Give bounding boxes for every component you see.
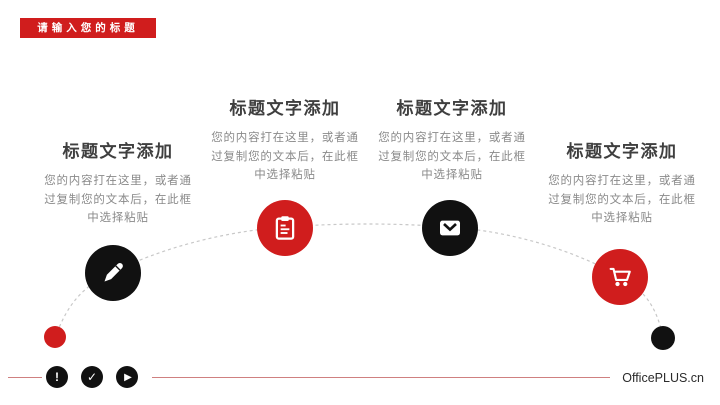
check-icon: ✓: [81, 366, 103, 388]
footer-divider-line: [152, 377, 610, 378]
envelope-icon: [440, 220, 460, 236]
step-column-2: 标题文字添加 您的内容打在这里，或者通过复制您的文本后，在此框中选择粘贴: [203, 94, 367, 185]
timeline-start-dot: [44, 326, 66, 348]
step-title: 标题文字添加: [229, 99, 341, 118]
envelope-step-circle: [422, 200, 478, 256]
step-body: 您的内容打在这里，或者通过复制您的文本后，在此框中选择粘贴: [44, 175, 192, 224]
footer-divider-line: [8, 377, 42, 378]
cart-icon: [609, 267, 631, 287]
clipboard-icon: [275, 216, 295, 240]
step-body: 您的内容打在这里，或者通过复制您的文本后，在此框中选择粘贴: [548, 175, 696, 224]
step-body: 您的内容打在这里，或者通过复制您的文本后，在此框中选择粘贴: [378, 132, 526, 181]
step-title: 标题文字添加: [62, 142, 174, 161]
step-column-3: 标题文字添加 您的内容打在这里，或者通过复制您的文本后，在此框中选择粘贴: [370, 94, 534, 185]
play-icon: ▶: [116, 366, 138, 388]
slide-title-placeholder: 请输入您的标题: [20, 18, 156, 38]
timeline-end-dot: [651, 326, 675, 350]
pencil-step-circle: [85, 245, 141, 301]
step-column-4: 标题文字添加 您的内容打在这里，或者通过复制您的文本后，在此框中选择粘贴: [540, 137, 704, 228]
brand-watermark: OfficePLUS.cn: [622, 371, 704, 385]
pencil-icon: [104, 262, 123, 282]
step-column-1: 标题文字添加 您的内容打在这里，或者通过复制您的文本后，在此框中选择粘贴: [36, 137, 200, 228]
cart-step-circle: [592, 249, 648, 305]
step-body: 您的内容打在这里，或者通过复制您的文本后，在此框中选择粘贴: [211, 132, 359, 181]
exclamation-icon: !: [46, 366, 68, 388]
clipboard-step-circle: [257, 200, 313, 256]
step-title: 标题文字添加: [396, 99, 508, 118]
step-title: 标题文字添加: [566, 142, 678, 161]
